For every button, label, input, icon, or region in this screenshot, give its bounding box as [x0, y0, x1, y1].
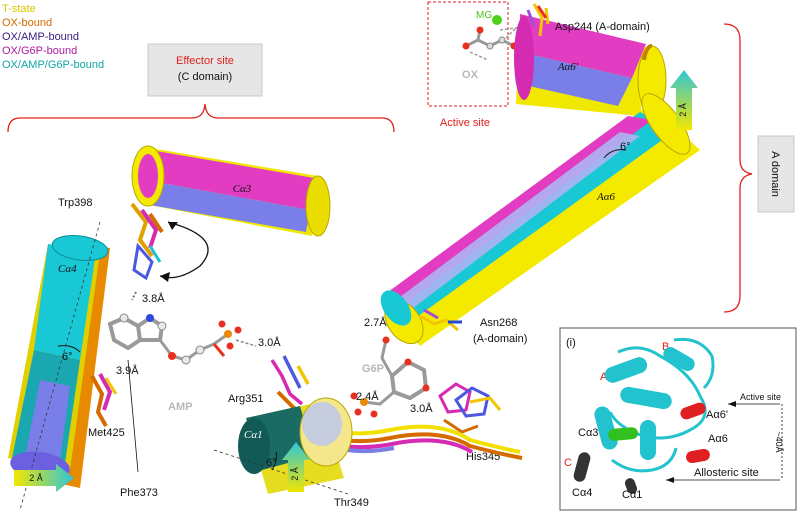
g6p-label: G6P [362, 363, 384, 375]
his345-label: His345 [466, 451, 500, 463]
helix-a-alpha6-prime: Aα6' [514, 14, 667, 116]
legend-item-tstate: T-state [2, 3, 36, 15]
his345-residue: His345 [438, 382, 502, 463]
inset-active-site: Active site [740, 392, 781, 402]
legend-item-ox-g6p: OX/G6P-bound [2, 45, 77, 57]
phe373-label: Phe373 [120, 487, 158, 499]
inset-a-alpha6: Aα6 [708, 433, 728, 445]
c-alpha3-label: Cα3 [233, 183, 252, 195]
phe373-leader [127, 359, 139, 473]
distance-d3: 3.0Å [258, 336, 281, 349]
a-alpha6-prime-label: Aα6' [557, 61, 579, 73]
c-alpha1-angle: 6° [266, 457, 277, 469]
asn268-sublabel: (A-domain) [473, 333, 527, 345]
inset-c-alpha3: Cα3 [578, 427, 598, 439]
a-alpha6-angle-arc [603, 149, 627, 159]
shift-arrow-a-domain: 2 Å [670, 70, 698, 130]
mg-label: MG [476, 10, 492, 21]
legend: T-state OX-bound OX/AMP-bound OX/G6P-bou… [2, 3, 104, 71]
helix-c-alpha4: Cα4 [8, 234, 110, 488]
distance-d5: 3.0Å [410, 402, 433, 415]
c-alpha1-angle-arc [271, 451, 277, 471]
amp-label: AMP [168, 401, 192, 413]
shift-arrow-c-domain: 2 Å [14, 464, 74, 492]
trp398-label: Trp398 [58, 197, 92, 209]
effector-brace [7, 103, 395, 133]
trp398-rotation-arrow [159, 221, 209, 279]
legend-item-ox: OX-bound [2, 17, 52, 29]
inset-allosteric-site: Allosteric site [694, 467, 759, 479]
a-domain-brace [723, 23, 753, 313]
asp244-label: Asp244 (A-domain) [555, 21, 650, 33]
c-alpha4-angle-arc [57, 345, 81, 353]
ox-label: OX [462, 69, 479, 81]
helix-a-alpha6: Aα6 [380, 93, 700, 346]
helix-c-alpha3: Cα3 [131, 145, 331, 237]
g6p-ligand: G6P [350, 336, 430, 418]
asn268-label: Asn268 [480, 317, 517, 329]
c-alpha4-label: Cα4 [58, 263, 77, 275]
asp244-residue: Asp244 (A-domain) [526, 3, 650, 37]
inset-domain-c: C [564, 457, 572, 469]
inset-a-alpha6-prime: Aα6' [706, 409, 728, 421]
active-site-label: Active site [440, 117, 490, 129]
effector-site-box: Effector site (C domain) [147, 43, 263, 97]
legend-item-ox-amp: OX/AMP-bound [2, 31, 79, 43]
distance-d1: 3.8Å [142, 292, 165, 305]
a-domain-label: A domain [769, 151, 781, 197]
distance-d6: 2.7Å [364, 316, 387, 329]
inset-panel: (i) A B C Cα3 Cα4 Cα1 Aα6' Aα6 Active si [559, 327, 797, 511]
effector-site-title: Effector site [176, 55, 234, 67]
inset-c-alpha4: Cα4 [572, 487, 592, 499]
c-alpha1-label: Cα1 [244, 429, 263, 441]
asn268-residue: Asn268 (A-domain) 2.7Å [364, 308, 527, 345]
distance-d4: 2.4Å [356, 390, 379, 403]
trp398-residue: Trp398 [58, 197, 164, 281]
a-domain-box: A domain [757, 135, 795, 213]
inset-domain-a: A [600, 371, 608, 383]
inset-c-alpha1: Cα1 [622, 489, 642, 501]
inset-domain-b: B [662, 341, 669, 353]
shift-arrow-c-alpha1-label: 2 Å [290, 467, 300, 481]
distance-d2: 3.9Å [116, 364, 139, 377]
a-alpha6-angle: 6° [620, 141, 631, 153]
mg-ion [492, 15, 502, 25]
inset-protein-cartoon [573, 337, 715, 494]
shift-arrow-a-label: 2 Å [678, 103, 688, 117]
a-alpha6-label: Aα6 [596, 191, 615, 203]
c-alpha4-angle: 6° [62, 351, 73, 363]
thr349-label: Thr349 [334, 497, 369, 509]
arg351-label: Arg351 [228, 393, 263, 405]
inset-tag: (i) [566, 337, 576, 349]
met425-residue: Met425 [88, 373, 125, 439]
shift-arrow-c-alpha1: 2 Å [282, 442, 310, 492]
legend-item-ox-amp-g6p: OX/AMP/G6P-bound [2, 59, 104, 71]
amp-ligand: AMP [107, 313, 257, 413]
shift-arrow-c-label: 2 Å [29, 473, 43, 483]
met425-label: Met425 [88, 427, 125, 439]
inset-distance: ~40Å [774, 431, 784, 452]
effector-site-subtitle: (C domain) [178, 71, 232, 83]
